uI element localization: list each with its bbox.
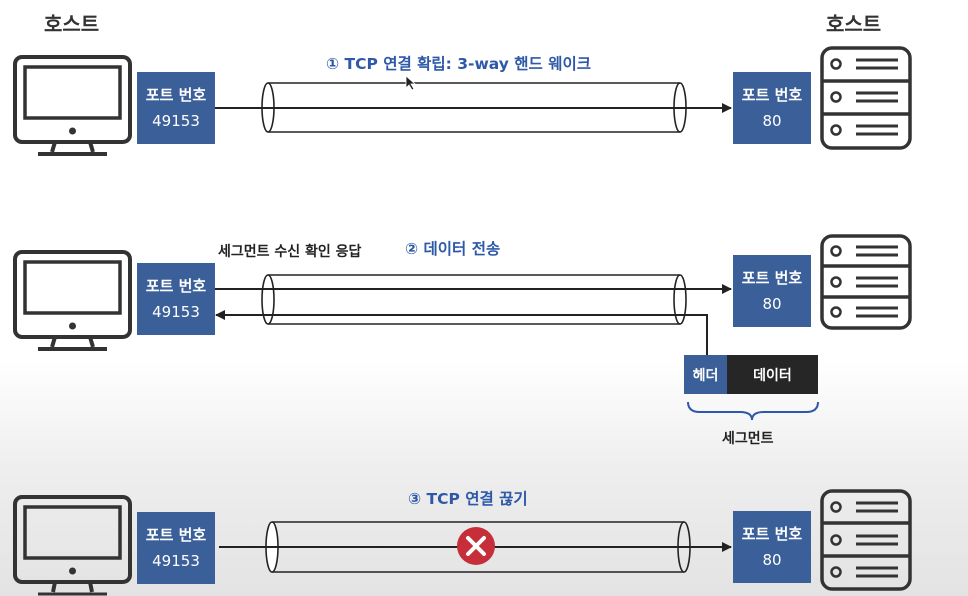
monitor-icon: [13, 55, 132, 156]
port-label: 포트 번호: [145, 85, 207, 104]
port-number: 49153: [152, 303, 200, 321]
step-title-disconnect: ③ TCP 연결 끊기: [408, 490, 528, 508]
monitor-icon: [13, 250, 132, 351]
right-port-box: 포트 번호 80: [733, 72, 811, 144]
server-icon: [820, 46, 912, 150]
ack-arrow: [215, 310, 708, 355]
segment-caption: 세그먼트: [722, 431, 774, 447]
step-title-handshake: ① TCP 연결 확립: 3-way 핸드 웨이크: [326, 55, 591, 73]
port-label: 포트 번호: [145, 525, 207, 544]
connection-tube: [261, 274, 687, 325]
left-port-box: 포트 번호 49153: [137, 263, 215, 335]
right-port-box: 포트 번호 80: [733, 255, 811, 327]
right-host-label: 호스트: [826, 12, 882, 36]
port-number: 49153: [152, 552, 200, 570]
segment-data: 데이터: [727, 355, 818, 394]
left-host-label: 호스트: [44, 12, 100, 36]
monitor-icon: [13, 495, 132, 596]
segment-header: 헤더: [684, 355, 727, 394]
server-icon: [820, 489, 912, 591]
mouse-cursor-icon: [405, 75, 417, 91]
port-label: 포트 번호: [741, 524, 803, 543]
port-label: 포트 번호: [145, 276, 207, 295]
port-label: 포트 번호: [741, 85, 803, 104]
port-label: 포트 번호: [741, 268, 803, 287]
server-icon: [820, 234, 912, 330]
segment-brace: [687, 401, 819, 421]
port-number: 80: [762, 551, 782, 569]
ack-note: 세그먼트 수신 확인 응답: [218, 244, 362, 260]
port-number: 49153: [152, 112, 200, 130]
left-port-box: 포트 번호 49153: [137, 72, 215, 144]
right-port-box: 포트 번호 80: [733, 511, 811, 583]
step-title-transfer: ② 데이터 전송: [405, 240, 501, 258]
port-number: 80: [762, 112, 782, 130]
close-icon: [457, 527, 495, 565]
left-port-box: 포트 번호 49153: [137, 512, 215, 584]
port-number: 80: [762, 295, 782, 313]
